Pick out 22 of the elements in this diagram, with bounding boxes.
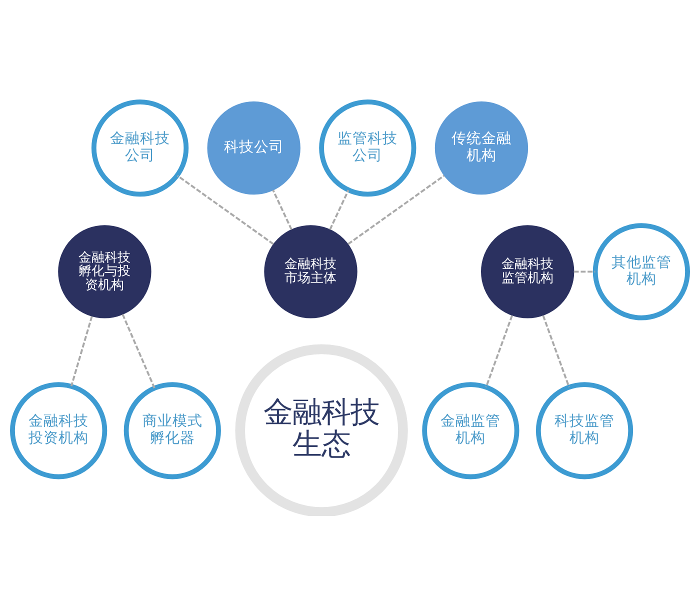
node-circle: 传统金融机构 — [434, 100, 528, 194]
node-circle: 金融科技市场主体 — [264, 224, 358, 318]
node-circle: 金融监管机构 — [422, 382, 520, 479]
connector — [574, 270, 596, 272]
connector — [272, 189, 292, 230]
connector — [70, 316, 93, 386]
node-circle: 商业模式孵化器 — [124, 382, 221, 479]
node-circle: 科技公司 — [207, 100, 300, 194]
connector — [485, 314, 513, 387]
node-circle: 金融科技生态 — [235, 344, 408, 516]
connector — [122, 313, 156, 388]
node-circle: 其他监管机构 — [592, 222, 690, 320]
node-circle: 金融科技投资机构 — [10, 382, 108, 479]
node-circle: 金融科技公司 — [91, 98, 189, 196]
connector — [542, 314, 570, 387]
connector — [329, 189, 350, 230]
connector — [176, 174, 274, 244]
node-circle: 金融科技监管机构 — [481, 224, 574, 318]
connector — [348, 174, 445, 244]
node-circle: 科技监管机构 — [536, 382, 634, 479]
node-circle: 金融科技孵化与投资机构 — [58, 224, 152, 318]
node-circle: 监管科技公司 — [319, 98, 416, 196]
